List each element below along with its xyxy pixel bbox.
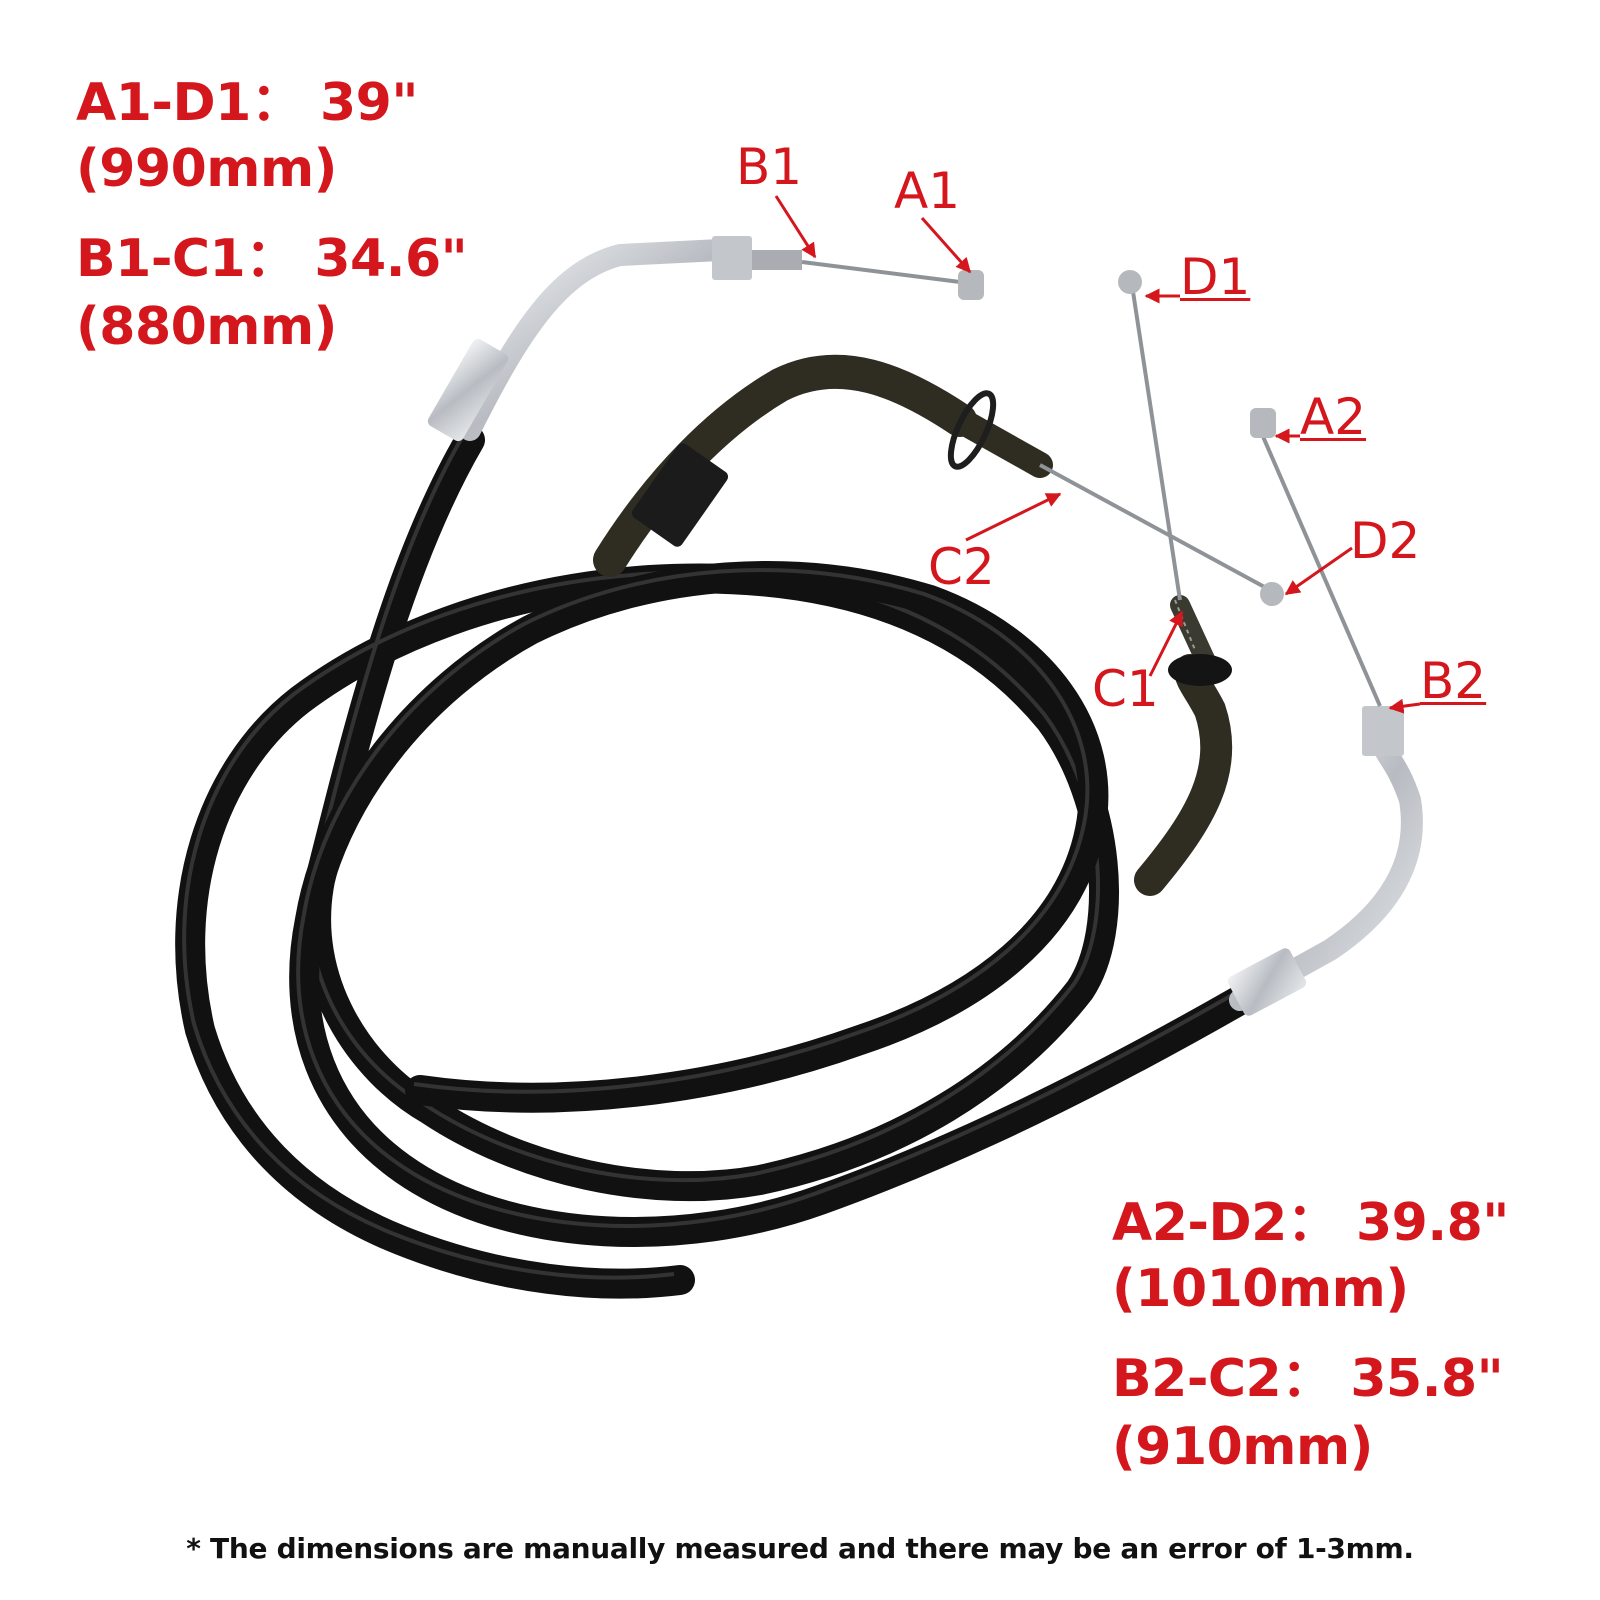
label-b1: B1 [736, 138, 803, 196]
label-c1: C1 [1092, 660, 1159, 718]
dim-a2-d2-inches: 39.8" [1355, 1193, 1509, 1253]
dim-b2-c2-inches: 35.8" [1350, 1349, 1504, 1409]
dim-a2-d2: A2-D2： 39.8" [1112, 1190, 1509, 1256]
d2-arrow [1284, 546, 1353, 596]
rubber-boot [631, 443, 729, 547]
measurement-footnote: * The dimensions are manually measured a… [186, 1532, 1414, 1565]
annotation-arrows [774, 195, 1421, 714]
chrome-sleeve-right [1227, 948, 1307, 1016]
dim-b2-c2: B2-C2： 35.8" [1112, 1346, 1504, 1412]
throttle-cable-1 [175, 425, 1119, 1299]
dim-a1-d1-inches: 39" [319, 73, 418, 133]
label-d2: D2 [1350, 512, 1421, 570]
dim-b2-c2-label: B2-C2： [1112, 1349, 1333, 1409]
label-b2: B2 [1420, 652, 1487, 710]
dim-b1-c1-mm: (880mm) [76, 297, 337, 357]
c1-arrow [1148, 610, 1184, 677]
b2-nut [1362, 706, 1404, 756]
retaining-clip [947, 390, 997, 470]
c2-arrow [965, 492, 1062, 542]
dim-a1-d1-mm: (990mm) [76, 139, 337, 199]
chrome-elbow-right [1227, 408, 1423, 1016]
dim-a1-d1: A1-D1： 39" [76, 70, 418, 136]
label-c2: C2 [928, 538, 995, 596]
olive-cable [593, 270, 1284, 896]
dim-b1-c1-label: B1-C1： [76, 229, 297, 289]
label-a1: A1 [894, 162, 961, 220]
a1-arrow [920, 217, 972, 274]
dim-a2-d2-label: A2-D2： [1112, 1193, 1339, 1253]
chrome-elbow-top [427, 236, 984, 442]
throttle-cable-2 [289, 561, 1255, 1248]
a2-cable-end [1250, 408, 1276, 438]
b2-arrow [1388, 698, 1421, 714]
dim-a1-d1-label: A1-D1： [76, 73, 303, 133]
dim-b1-c1: B1-C1： 34.6" [76, 226, 468, 292]
label-a2: A2 [1300, 388, 1367, 446]
d1-cable-end [1118, 270, 1142, 294]
dim-a2-d2-mm: (1010mm) [1112, 1259, 1409, 1319]
d2-cable-end [1260, 582, 1284, 606]
b1-nut [712, 236, 752, 280]
b1-thread [752, 250, 802, 270]
dim-b1-c1-inches: 34.6" [314, 229, 468, 289]
b1-arrow [774, 195, 817, 259]
c1-nut [1168, 654, 1232, 686]
label-d1: D1 [1180, 248, 1251, 306]
chrome-sleeve [427, 338, 509, 442]
a1-cable-end [958, 270, 984, 300]
dim-b2-c2-mm: (910mm) [1112, 1417, 1373, 1477]
